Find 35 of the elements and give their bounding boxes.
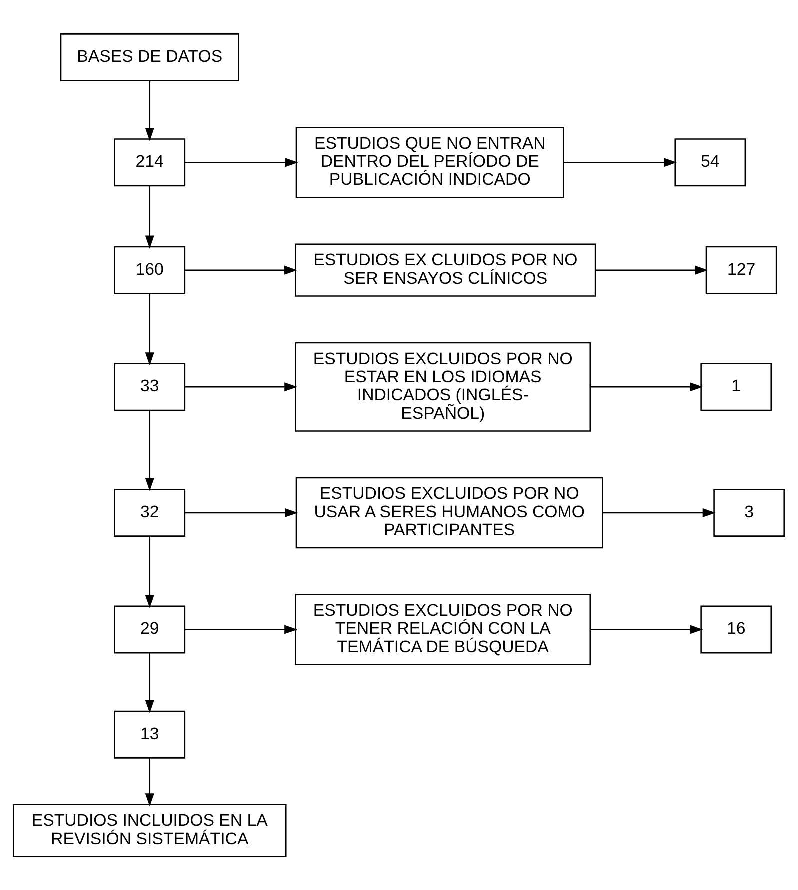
arrow <box>185 508 298 518</box>
arrow <box>596 265 708 274</box>
arrow <box>145 758 154 806</box>
node-box: 160 <box>114 246 186 294</box>
node-box: 54 <box>674 138 746 186</box>
arrow <box>602 508 716 518</box>
arrow <box>145 536 154 608</box>
node-box: 16 <box>700 605 772 654</box>
node-box: 1 <box>700 362 772 411</box>
arrow <box>564 158 677 167</box>
arrow <box>145 410 154 491</box>
node-box: 214 <box>114 138 186 186</box>
arrow <box>145 294 154 366</box>
arrow <box>590 624 704 634</box>
node-box: ESTUDIOS EXCLUIDOS POR NO TENER RELACIÓN CON LA TEMÁTICA DE BÚSQUEDA <box>295 594 592 665</box>
arrow <box>185 265 298 274</box>
arrow <box>145 652 154 713</box>
arrow <box>590 382 704 392</box>
node-box: BASES DE DATOS <box>60 33 240 82</box>
arrow <box>145 186 154 248</box>
node-box: ESTUDIOS QUE NO ENTRAN DENTRO DEL PERÍODO DE PUBLICACIÓN INDICADO <box>296 126 564 198</box>
node-box: 32 <box>114 488 186 536</box>
node-box: ESTUDIOS INCLUIDOS EN LA REVISIÓN SISTEMÁTICA <box>13 804 287 857</box>
node-box: 29 <box>114 605 186 654</box>
node-box: ESTUDIOS EXCLUIDOS POR NO USAR A SERES HUMANOS COMO PARTICIPANTES <box>296 476 604 548</box>
node-box: 13 <box>114 710 186 758</box>
node-box: 127 <box>706 246 778 294</box>
node-box: 3 <box>714 488 785 536</box>
node-box: ESTUDIOS EXCLUIDOS POR NO ESTAR EN LOS IDIOMAS INDICADOS (INGLÉS- ESPAÑOL) <box>295 342 592 432</box>
node-box: ESTUDIOS EX CLUIDOS POR NO SER ENSAYOS CLÍNICOS <box>295 243 596 296</box>
arrow <box>145 80 154 141</box>
arrow <box>185 624 298 634</box>
arrow <box>185 382 298 392</box>
arrow <box>185 158 298 167</box>
node-box: 33 <box>114 362 186 411</box>
